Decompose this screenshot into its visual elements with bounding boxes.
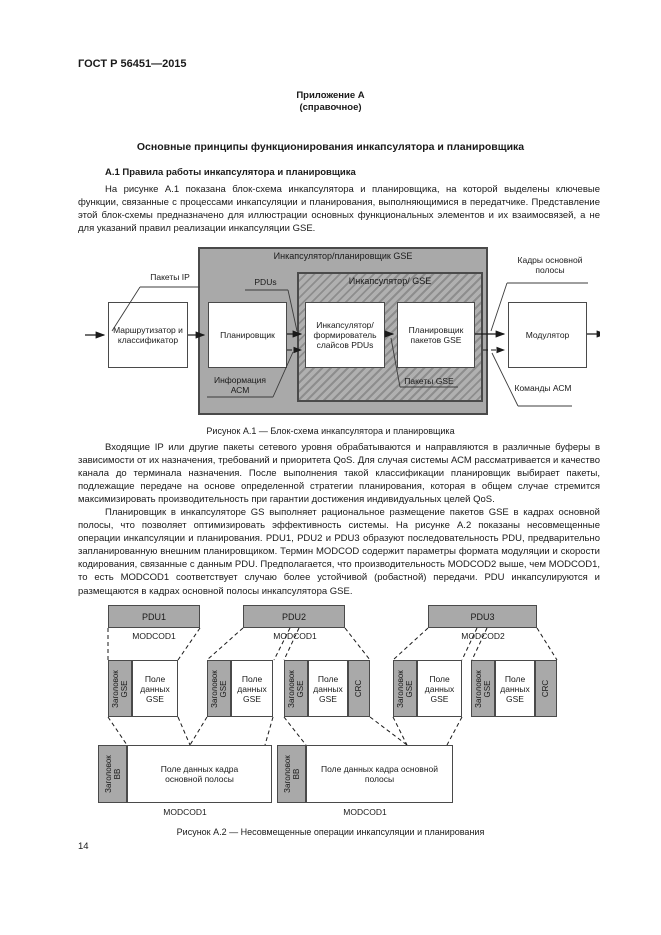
paragraph-3: Планировщик в инкапсуляторе GS выполняет…	[78, 507, 600, 597]
ip-packets-label: Пакеты IP	[150, 272, 190, 282]
pdu2-modcod-label: MODCOD1	[273, 631, 317, 641]
modulator-block: Модулятор	[508, 302, 587, 368]
pdu3-modcod-label: MODCOD2	[461, 631, 505, 641]
page-number: 14	[78, 841, 89, 852]
inner-zone-label: Инкапсулятор/ GSE	[348, 276, 432, 286]
bb-header-cell: Заголовок ВВ	[98, 745, 127, 803]
annex-subtitle: (справочное)	[299, 102, 362, 113]
pdus-label: PDUs	[254, 277, 277, 287]
gse-header-cell: Заголовок GSE	[393, 660, 417, 717]
figure-a1-caption: Рисунок А.1 — Блок-схема инкапсулятора и…	[206, 426, 455, 436]
gse-header-cell: Заголовок GSE	[471, 660, 495, 717]
figure-a2-caption: Рисунок А.2 — Несовмещенные операции инк…	[176, 827, 485, 837]
paragraph-2: Входящие IP или другие пакеты сетевого у…	[78, 442, 600, 506]
gse-data-cell: Поле данных GSE	[231, 660, 273, 717]
annex-title: Приложение А	[296, 90, 365, 101]
bb-header-cell: Заголовок ВВ	[277, 745, 306, 803]
scheduler-block: Планировщик	[208, 302, 287, 368]
frame1-modcod-label: MODCOD1	[163, 807, 207, 817]
section-heading: А.1 Правила работы инкапсулятора и плани…	[105, 167, 356, 178]
figure-a1-connectors	[85, 282, 600, 407]
gse-header-label: Заголовок GSE	[474, 669, 492, 708]
gse-packets-label: Пакеты GSE	[404, 376, 454, 386]
crc-label: CRC	[354, 679, 364, 698]
pdu1-modcod-label: MODCOD1	[132, 631, 176, 641]
gse-header-label: Заголовок GSE	[287, 669, 305, 708]
gse-data-cell: Поле данных GSE	[132, 660, 178, 717]
bb-data-cell: Поле данных кадра основной полосы	[306, 745, 453, 803]
router-classifier-block: Маршрутизатор и классификатор	[108, 302, 188, 368]
standard-number: ГОСТ Р 56451—2015	[78, 58, 187, 70]
pdu1-box: PDU1	[108, 605, 200, 628]
bb-header-label: Заголовок ВВ	[103, 755, 122, 793]
pdu2-box: PDU2	[243, 605, 345, 628]
gse-header-cell: Заголовок GSE	[207, 660, 231, 717]
bb-header-label: Заголовок ВВ	[282, 755, 301, 793]
crc-cell: CRC	[535, 660, 557, 717]
page-title: Основные принципы функционирования инкап…	[136, 141, 525, 153]
gse-data-cell: Поле данных GSE	[495, 660, 535, 717]
paragraph-1: На рисунке А.1 показана блок-схема инкап…	[78, 184, 600, 235]
figure-a2-connectors	[107, 627, 558, 746]
gse-header-label: Заголовок GSE	[396, 669, 414, 708]
annex-heading: Приложение А (справочное)	[0, 90, 661, 114]
crc-cell: CRC	[348, 660, 370, 717]
gse-header-cell: Заголовок GSE	[284, 660, 308, 717]
gse-header-label: Заголовок GSE	[210, 669, 228, 708]
baseband-frames-label: Кадры основной полосы	[517, 255, 583, 275]
frame2-modcod-label: MODCOD1	[343, 807, 387, 817]
acm-info-label: Информация АСМ	[213, 375, 267, 395]
gse-data-cell: Поле данных GSE	[308, 660, 348, 717]
acm-commands-label: Команды АСМ	[514, 383, 572, 393]
encapsulator-slicer-block: Инкапсулятор/ формирователь слайсов PDUs	[305, 302, 385, 368]
figure-a1: Инкапсулятор/планировщик GSE Инкапсулято…	[78, 243, 600, 423]
gse-header-label: Заголовок GSE	[111, 669, 129, 708]
figure-a2: PDU1 PDU2 PDU3 MODCOD1 MODCOD1 MODCOD2 З…	[78, 602, 600, 824]
gse-header-cell: Заголовок GSE	[108, 660, 132, 717]
gse-data-cell: Поле данных GSE	[417, 660, 462, 717]
bb-data-cell: Поле данных кадра основной полосы	[127, 745, 272, 803]
gse-packet-scheduler-block: Планировщик пакетов GSE	[397, 302, 475, 368]
outer-zone-label: Инкапсулятор/планировщик GSE	[273, 251, 413, 261]
crc-label: CRC	[541, 679, 551, 698]
pdu3-box: PDU3	[428, 605, 537, 628]
